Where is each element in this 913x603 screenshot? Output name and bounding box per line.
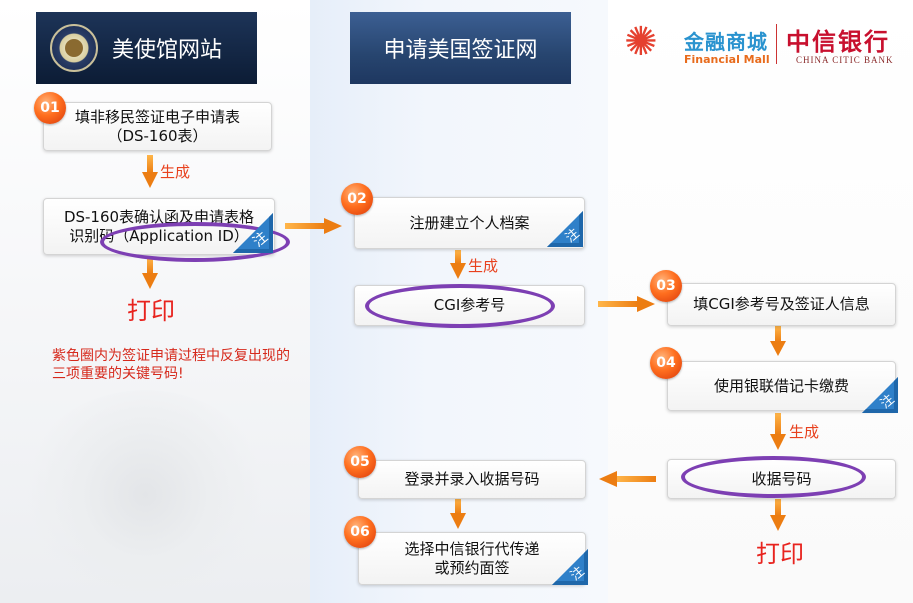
step-05-text: 登录并录入收据号码 — [404, 470, 540, 488]
step-01-line1: 填非移民签证电子申请表 — [74, 107, 240, 126]
arrow-right-2 — [598, 296, 655, 312]
arrow-down-2 — [142, 257, 158, 289]
step-02-badge: 02 — [341, 183, 373, 215]
step-05-box[interactable]: 登录并录入收据号码 — [358, 460, 586, 499]
print-label-1: 打印 — [127, 297, 175, 325]
citic-bank-name: 中信银行 — [786, 28, 890, 56]
starburst-icon: ✺ — [624, 19, 658, 65]
cgi-reference-highlight — [365, 284, 555, 328]
arrow-down-3 — [450, 250, 466, 279]
print-label-2: 打印 — [756, 540, 804, 568]
visa-site-title: 申请美国签证网 — [383, 38, 538, 63]
seal-watermark — [20, 390, 270, 600]
step-02-box[interactable]: 注册建立个人档案 — [354, 197, 585, 249]
step-05-badge: 05 — [344, 446, 376, 478]
arrow-down-6 — [770, 498, 786, 531]
ds160-line1: DS-160表确认函及申请表格 — [63, 207, 255, 226]
step-03-text: 填CGI参考号及签证人信息 — [693, 295, 870, 313]
us-seal-icon — [50, 24, 98, 72]
arrow-down-1 — [142, 155, 158, 188]
logo-divider — [776, 24, 777, 64]
embassy-website-title: 美使馆网站 — [112, 38, 223, 63]
arrow-right-1 — [285, 218, 342, 234]
step-06-line1: 选择中信银行代传递 — [404, 539, 540, 558]
step-06-box[interactable]: 选择中信银行代传递 或预约面签 — [358, 532, 586, 585]
generate-label-2: 生成 — [468, 257, 499, 275]
financial-mall-name: 金融商城 — [684, 30, 768, 54]
application-id-highlight — [100, 222, 290, 262]
step-03-box[interactable]: 填CGI参考号及签证人信息 — [667, 283, 896, 326]
citic-bank-english: CHINA CITIC BANK — [796, 55, 894, 65]
generate-label-3: 生成 — [789, 423, 820, 441]
arrow-down-4 — [770, 326, 786, 356]
step-04-box[interactable]: 使用银联借记卡缴费 — [667, 361, 896, 411]
step-06-badge: 06 — [344, 516, 376, 548]
arrow-left-1 — [599, 471, 656, 487]
step-06-line2: 或预约面签 — [434, 558, 510, 577]
step-01-box[interactable]: 填非移民签证电子申请表 （DS-160表） — [43, 102, 272, 151]
step-04-text: 使用银联借记卡缴费 — [713, 376, 849, 395]
step-04-badge: 04 — [650, 347, 682, 379]
step-02-text: 注册建立个人档案 — [409, 213, 530, 232]
financial-mall-english: Financial Mall — [684, 53, 770, 66]
step-01-line2: （DS-160表） — [107, 126, 208, 145]
visa-site-header[interactable]: 申请美国签证网 — [350, 12, 571, 84]
receipt-number-highlight — [681, 456, 866, 498]
arrow-down-7 — [450, 498, 466, 529]
purple-circle-remark: 紫色圈内为签证申请过程中反复出现的三项重要的关键号码! — [52, 348, 290, 382]
financial-mall-logo: ✺ 金融商城 Financial Mall — [622, 20, 780, 72]
step-03-badge: 03 — [650, 270, 682, 302]
generate-label-1: 生成 — [160, 163, 191, 181]
step-01-badge: 01 — [34, 92, 66, 124]
arrow-down-5 — [770, 413, 786, 450]
embassy-website-header[interactable]: 美使馆网站 — [36, 12, 257, 84]
